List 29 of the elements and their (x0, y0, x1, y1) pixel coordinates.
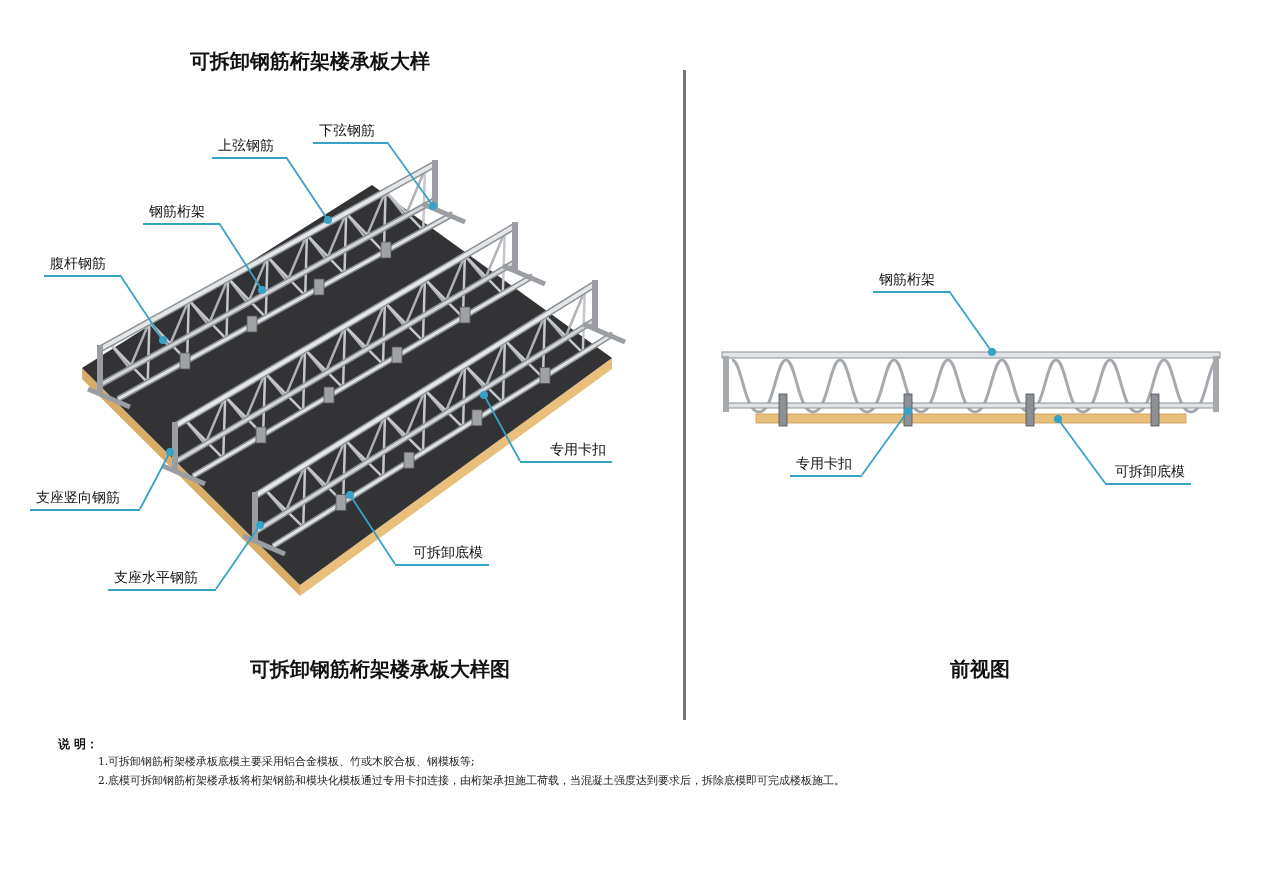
leader-line (1053, 414, 1106, 484)
leader-line (119, 274, 168, 345)
top-chord-bar (721, 351, 1221, 359)
diagram-title: 可拆卸钢筋桁架楼承板大样 (189, 48, 431, 75)
part-label: 上弦钢筋 (212, 136, 286, 159)
part-label: 专用卡扣 (790, 454, 862, 477)
leader-line (139, 447, 175, 510)
part-label: 支座水平钢筋 (108, 568, 216, 591)
leader-line (479, 390, 521, 462)
figure-caption: 前视图 (949, 656, 1011, 683)
notes-heading: 说 明： (58, 736, 99, 753)
leader-line (386, 141, 438, 211)
part-label: 腹杆钢筋 (44, 254, 120, 277)
part-label: 可拆卸底模 (395, 543, 489, 566)
leader-line (345, 490, 396, 565)
leader-line (285, 156, 333, 225)
leader-line (218, 222, 267, 295)
figure-caption: 可拆卸钢筋桁架楼承板大样图 (249, 656, 511, 683)
leader-line (215, 520, 265, 590)
part-label: 支座竖向钢筋 (30, 488, 140, 511)
part-label: 专用卡扣 (520, 440, 612, 463)
leader-line (861, 406, 913, 476)
part-label: 可拆卸底模 (1105, 462, 1191, 485)
part-label: 钢筋桁架 (873, 270, 949, 293)
leader-line (948, 290, 997, 357)
note-text: 2.底模可拆卸钢筋桁架楼承板将桁架钢筋和模块化模板通过专用卡扣连接，由桁架承担施工荷载，当混凝土强度达到要求后，拆除底模即可完成楼板施工。 (98, 774, 846, 788)
part-label: 钢筋桁架 (143, 202, 219, 225)
note-text: 1.可拆卸钢筋桁架楼承板底模主要采用铝合金模板、竹或木胶合板、钢模板等; (98, 755, 475, 769)
part-label: 下弦钢筋 (313, 121, 387, 144)
